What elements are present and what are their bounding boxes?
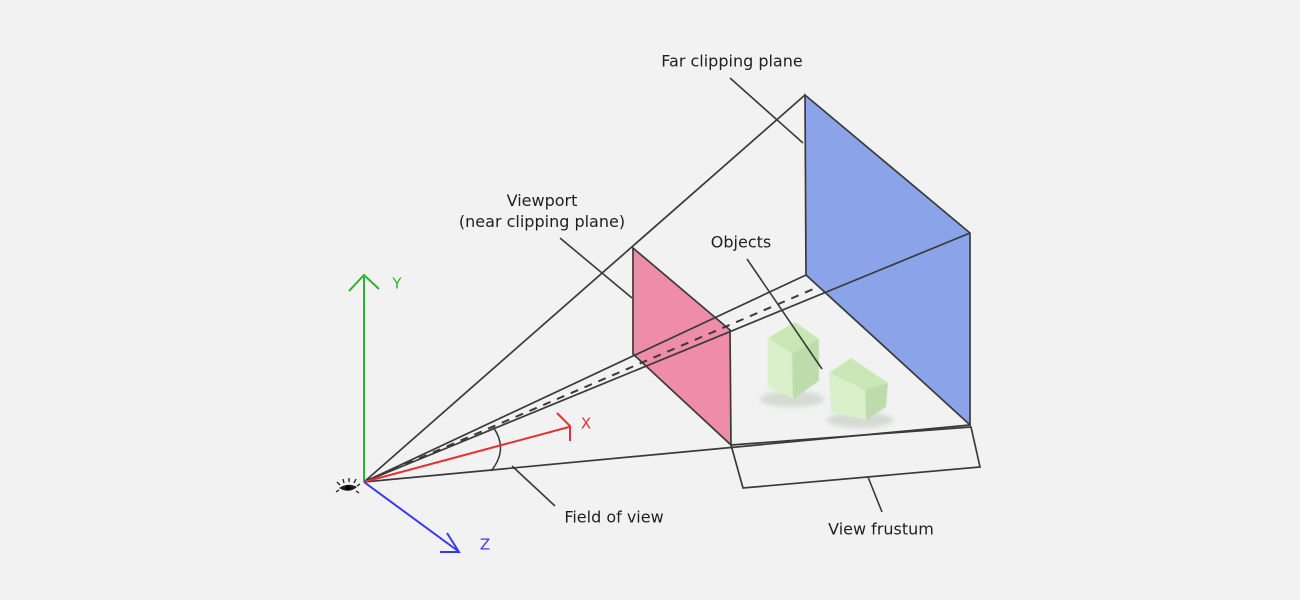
- line-of-sight-dashed: [363, 286, 819, 483]
- leader-view-frustum: [867, 476, 883, 513]
- y-axis-arrowhead-icon: [348, 273, 380, 292]
- object-cube-left: [768, 322, 819, 399]
- far-clipping-plane-outline: [804, 93, 971, 427]
- leader-objects: [746, 258, 823, 370]
- cube-front-face: [829, 373, 866, 420]
- y-axis-label: Y: [392, 274, 402, 293]
- cube-side-face: [865, 383, 888, 420]
- x-axis-label: X: [580, 414, 592, 433]
- z-axis: [363, 481, 459, 552]
- eye-icon: [335, 478, 361, 494]
- leader-viewport: [559, 237, 633, 299]
- label-objects: Objects: [710, 232, 772, 252]
- object-cubes: [760, 322, 893, 428]
- z-axis-arrowhead-icon: [440, 532, 461, 553]
- label-viewport-line2: (near clipping plane): [458, 212, 626, 231]
- frustum-edge-right: [363, 232, 971, 483]
- frustum-edge-back: [363, 274, 807, 483]
- cube-shadow: [827, 412, 893, 428]
- cube-shadow: [760, 391, 824, 407]
- field-of-view-arc: [490, 426, 502, 472]
- leader-field-of-view: [511, 465, 556, 507]
- label-view-frustum: View frustum: [828, 519, 934, 539]
- label-viewport: Viewport (near clipping plane): [459, 190, 625, 232]
- cube-top-face: [829, 358, 888, 390]
- label-field-of-view: Field of view: [564, 507, 664, 527]
- x-axis-arrowhead-icon: [556, 412, 571, 441]
- eye-pupil: [345, 485, 351, 491]
- near-clipping-plane-outline: [632, 246, 732, 447]
- frustum-edge-top: [363, 94, 806, 483]
- far-clipping-plane: [805, 95, 970, 425]
- leader-far-clipping-plane: [729, 77, 804, 144]
- frustum-edge-bottom: [363, 424, 971, 483]
- coordinate-axes: [348, 273, 571, 553]
- label-far-clipping-plane: Far clipping plane: [661, 51, 803, 71]
- z-axis-label: Z: [479, 535, 491, 554]
- x-axis: [363, 426, 570, 483]
- object-cube-right: [829, 358, 888, 420]
- cube-front-face: [768, 338, 793, 399]
- label-viewport-line1: Viewport: [506, 191, 578, 210]
